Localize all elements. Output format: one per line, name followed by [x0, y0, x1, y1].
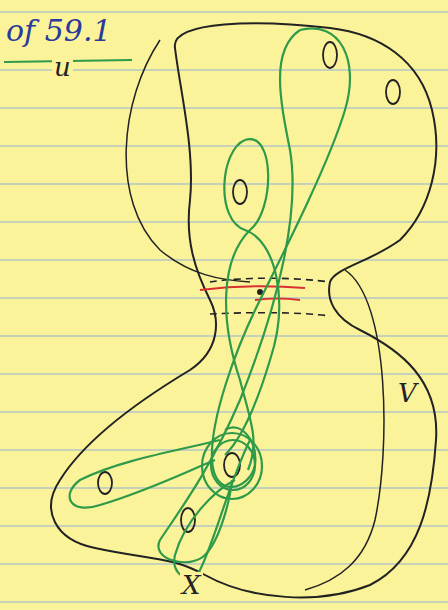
page-title: of 59.1 [6, 16, 112, 46]
surface-outline [51, 23, 436, 597]
ruled-lines [0, 12, 448, 602]
v-bracket [305, 270, 384, 590]
region-label: u [52, 54, 73, 80]
u-bracket [126, 40, 250, 282]
region-label: V [396, 380, 419, 406]
red-arc [200, 286, 305, 290]
green-loops [70, 28, 350, 577]
surface-label: X [180, 572, 203, 598]
